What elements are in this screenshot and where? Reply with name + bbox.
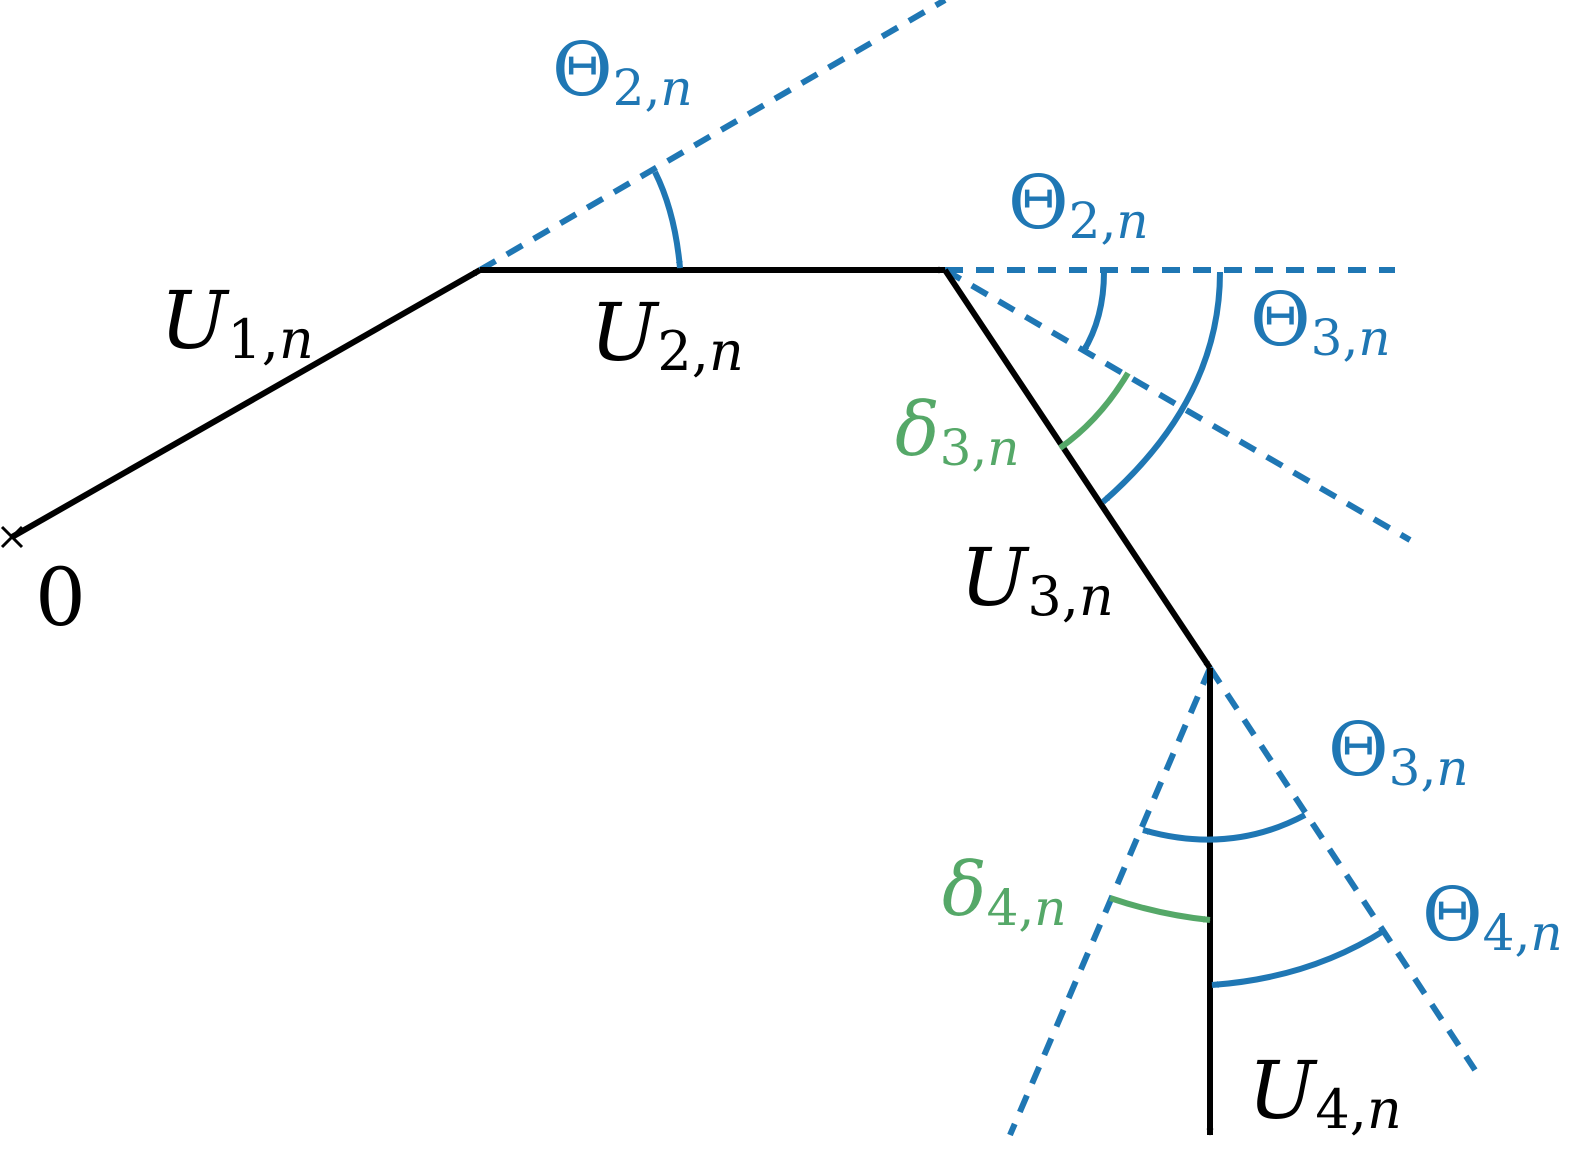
label-u1-symbol: U <box>160 274 230 367</box>
label-u1-subscript: 1, <box>227 308 279 371</box>
label-u2-subscript-var: n <box>709 320 744 383</box>
label-theta3-lower-subscript-var: n <box>1436 739 1468 797</box>
label-u1-subscript-var: n <box>279 308 314 371</box>
label-delta3: δ3,n <box>895 387 1019 477</box>
label-theta3-upper-subscript: 3, <box>1311 309 1359 367</box>
arc-theta2-mid <box>1080 271 1107 354</box>
label-theta2-mid-symbol: Θ <box>1008 160 1069 246</box>
label-delta3-subscript-var: n <box>987 419 1019 477</box>
arc-delta3 <box>1058 371 1131 451</box>
label-delta4-subscript-var: n <box>1034 879 1066 937</box>
label-u4-subscript: 4, <box>1315 1078 1367 1141</box>
label-theta2-mid-subscript-var: n <box>1116 192 1148 250</box>
label-delta4-symbol: δ <box>942 847 987 933</box>
label-theta3-upper: Θ3,n <box>1250 277 1391 367</box>
arc-theta2-top <box>652 170 683 269</box>
label-theta2-top-symbol: Θ <box>552 27 613 113</box>
arc-delta4 <box>1109 895 1211 923</box>
label-theta3-lower: Θ3,n <box>1328 707 1469 797</box>
label-u2-symbol: U <box>590 286 660 379</box>
label-delta3-symbol: δ <box>895 387 940 473</box>
label-u3-symbol: U <box>960 531 1030 624</box>
label-theta2-mid: Θ2,n <box>1008 160 1149 250</box>
label-u3: U3,n <box>960 531 1114 628</box>
label-u2-subscript: 2, <box>657 320 709 383</box>
label-theta2-top-subscript: 2, <box>613 59 661 117</box>
label-theta3-upper-subscript-var: n <box>1358 309 1390 367</box>
label-theta4-subscript: 4, <box>1483 904 1531 962</box>
dashed-extension-u3-rotated <box>1007 666 1213 1137</box>
label-theta4: Θ4,n <box>1422 872 1563 962</box>
label-theta3-upper-symbol: Θ <box>1250 277 1311 363</box>
dashed-extension-u2-rotated <box>943 267 1412 543</box>
label-u3-subscript: 3, <box>1027 565 1079 628</box>
label-u4-symbol: U <box>1248 1044 1318 1137</box>
label-u1: U1,n <box>160 274 314 371</box>
label-theta2-mid-subscript: 2, <box>1069 192 1117 250</box>
vector-u1 <box>10 267 482 540</box>
arc-theta3-lower <box>1142 812 1307 843</box>
arc-theta3-upper <box>1101 271 1223 505</box>
label-delta4-subscript: 4, <box>987 879 1035 937</box>
dashed-extension-u1 <box>478 0 947 273</box>
vector-u3 <box>942 268 1213 670</box>
label-delta4: δ4,n <box>942 847 1066 937</box>
label-u2: U2,n <box>590 286 744 383</box>
arc-theta4 <box>1211 927 1387 989</box>
origin-marker <box>0 525 24 549</box>
label-delta3-subscript: 3, <box>940 419 988 477</box>
label-theta2-top: Θ2,n <box>552 27 693 117</box>
label-theta2-top-subscript-var: n <box>660 59 692 117</box>
label-theta4-symbol: Θ <box>1422 872 1483 958</box>
label-u4: U4,n <box>1248 1044 1402 1141</box>
label-u4-subscript-var: n <box>1367 1078 1402 1141</box>
label-theta3-lower-subscript: 3, <box>1389 739 1437 797</box>
label-u3-subscript-var: n <box>1079 565 1114 628</box>
label-theta3-lower-symbol: Θ <box>1328 707 1389 793</box>
label-origin: 0 <box>35 551 86 644</box>
label-theta4-subscript-var: n <box>1530 904 1562 962</box>
